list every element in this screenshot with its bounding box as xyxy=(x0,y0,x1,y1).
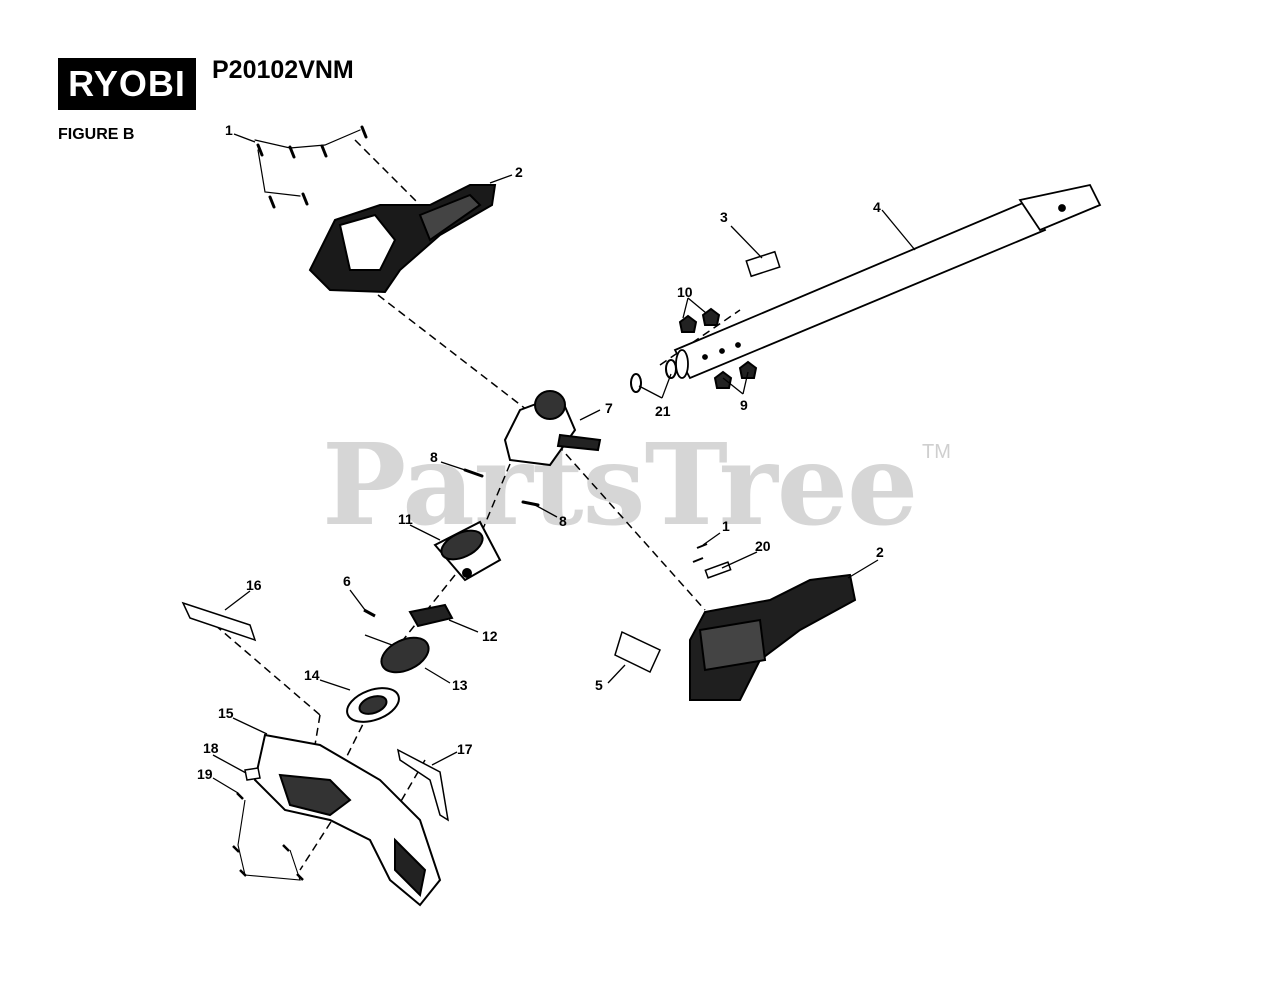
rings-part-21 xyxy=(630,359,677,393)
callout-11: 11 xyxy=(398,511,413,527)
callout-9: 9 xyxy=(740,397,748,413)
callout-16: 16 xyxy=(246,577,262,593)
label-part-5 xyxy=(614,630,661,674)
figure-label: FIGURE B xyxy=(58,126,135,143)
callout-8-right: 8 xyxy=(559,513,567,529)
callout-1-top: 1 xyxy=(225,122,233,138)
brand-name: RYOBI xyxy=(68,63,186,104)
callout-17: 17 xyxy=(457,741,473,757)
clip-part-18 xyxy=(244,767,261,781)
callout-21: 21 xyxy=(655,403,671,419)
callout-14: 14 xyxy=(304,667,320,683)
cap-part-14 xyxy=(346,687,400,723)
callout-18: 18 xyxy=(203,740,219,756)
callout-20: 20 xyxy=(755,538,771,554)
housing-half-top xyxy=(308,184,497,294)
model-number: P20102VNM xyxy=(212,56,354,84)
callout-15: 15 xyxy=(218,705,234,721)
callout-3: 3 xyxy=(720,209,728,225)
callout-12: 12 xyxy=(482,628,498,644)
label-part-16 xyxy=(181,601,257,642)
callout-4: 4 xyxy=(873,199,881,215)
callout-2-right: 2 xyxy=(876,544,884,560)
screws-part-1 xyxy=(254,125,368,209)
nuts-part-10 xyxy=(678,307,721,333)
callout-1-right: 1 xyxy=(722,518,730,534)
trademark-symbol: TM xyxy=(922,441,951,463)
plate-part-20 xyxy=(704,561,732,579)
callout-6: 6 xyxy=(343,573,351,589)
pins-part-8 xyxy=(463,468,540,507)
ryobi-logo: RYOBI xyxy=(58,58,196,110)
label-part-17 xyxy=(396,748,450,822)
callout-13: 13 xyxy=(452,677,468,693)
callout-8-left: 8 xyxy=(430,449,438,465)
guard-part-15 xyxy=(253,733,442,907)
screws-part-1b xyxy=(692,543,708,563)
callout-19: 19 xyxy=(197,766,213,782)
label-part-3 xyxy=(745,250,781,278)
shaft-tube xyxy=(673,183,1102,380)
spool-housing-part-11 xyxy=(433,520,502,582)
motor-part-7 xyxy=(503,390,602,467)
callout-2-top: 2 xyxy=(515,164,523,180)
screws-part-19 xyxy=(232,792,304,881)
callout-leaders xyxy=(212,133,916,794)
callout-5: 5 xyxy=(595,677,603,693)
housing-half-right xyxy=(689,573,857,701)
callout-7: 7 xyxy=(605,400,613,416)
callout-10: 10 xyxy=(677,284,693,300)
spool-part-13 xyxy=(364,634,430,674)
partstree-watermark: PartsTree xyxy=(322,420,918,551)
latch-part-12 xyxy=(408,603,454,628)
pin-part-6 xyxy=(363,608,376,618)
